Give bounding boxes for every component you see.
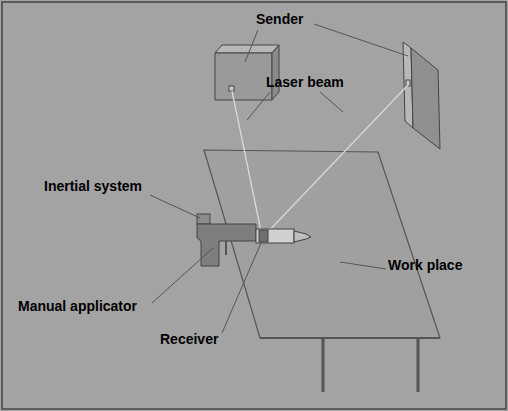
inertial-system xyxy=(197,214,210,224)
part-label: Receiver xyxy=(160,331,218,347)
part-label: Sender xyxy=(256,11,303,27)
part-label: Work place xyxy=(388,257,462,273)
sender-box xyxy=(215,45,279,100)
part-label: Inertial system xyxy=(44,178,142,194)
laser-beam xyxy=(232,85,408,236)
receiver xyxy=(259,230,268,242)
part-label: Laser beam xyxy=(266,74,344,90)
leader-line xyxy=(150,24,408,333)
sender-box xyxy=(403,42,440,149)
part-label: Manual applicator xyxy=(18,298,137,314)
